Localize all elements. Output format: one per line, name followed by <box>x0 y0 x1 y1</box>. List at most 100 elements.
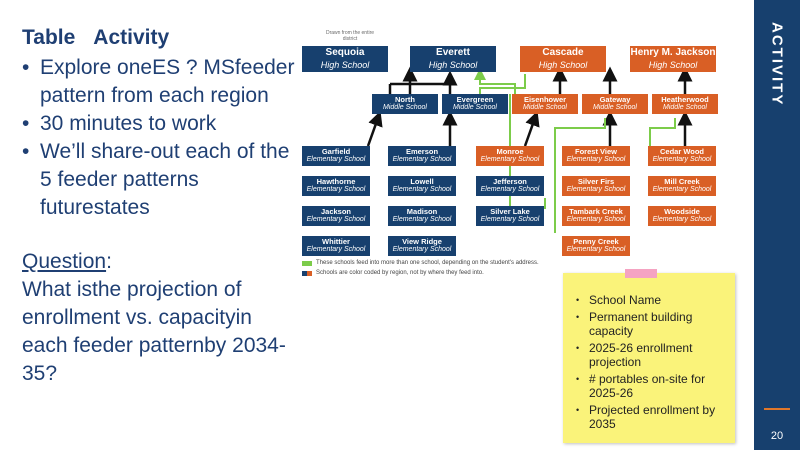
title-word-table: Table <box>22 26 76 49</box>
school-name: Monroe <box>496 147 524 156</box>
school-name: View Ridge <box>402 237 442 246</box>
school-type: Elementary School <box>480 216 540 223</box>
school-type: High School <box>648 60 698 70</box>
school-name: Hawthorne <box>316 177 356 186</box>
school-name: Silver Firs <box>577 177 615 186</box>
school-type: Elementary School <box>652 216 712 223</box>
sticky-note-item: Projected enrollment by 2035 <box>576 403 731 431</box>
school-type: Elementary School <box>566 156 626 163</box>
sticky-note-list: School Name Permanent building capacity … <box>563 273 735 431</box>
slide-side-bar: ACTIVITY 20 <box>754 0 800 450</box>
school-name: Silver Lake <box>490 207 530 216</box>
school-type: Elementary School <box>306 186 366 193</box>
school-type: Elementary School <box>652 156 712 163</box>
sticky-note-item: Permanent building capacity <box>576 310 731 338</box>
school-name: Heatherwood <box>661 95 709 104</box>
slide-title: Table Activity <box>22 26 302 50</box>
school-type: Elementary School <box>392 186 452 193</box>
school-type: Middle School <box>663 104 707 111</box>
question-text: What isthe projection of enrollment vs. … <box>22 278 286 385</box>
blue-region-swatch <box>302 271 307 276</box>
bullet-item: 30 minutes to work <box>22 110 302 138</box>
school-name: Forest View <box>575 147 617 156</box>
sticky-note-item: School Name <box>576 293 731 307</box>
bullet-item: Explore oneES ? MSfeeder pattern from ea… <box>22 54 302 110</box>
orange-region-swatch <box>307 271 312 276</box>
title-word-activity: Activity <box>93 26 170 49</box>
bullet-item: We’ll share-out each of the 5 feeder pat… <box>22 138 302 222</box>
school-name: Garfield <box>321 147 351 156</box>
side-label: ACTIVITY <box>768 22 786 107</box>
side-accent-line <box>764 408 790 410</box>
school-type: Middle School <box>593 104 637 111</box>
school-name: Penny Creek <box>573 237 619 246</box>
school-type: Elementary School <box>306 216 366 223</box>
school-name: Sequoia <box>325 47 365 58</box>
school-name: Cascade <box>542 47 584 58</box>
school-name: Evergreen <box>456 95 494 104</box>
question-block: Question: What isthe projection of enrol… <box>22 248 302 388</box>
split-feed-legend-swatch <box>302 261 312 266</box>
activity-text-panel: Table Activity Explore oneES ? MSfeeder p… <box>22 26 302 388</box>
school-name: Lowell <box>410 177 434 186</box>
school-name: North <box>395 95 415 104</box>
question-heading: Question <box>22 250 107 273</box>
sticky-note-item: 2025-26 enrollment projection <box>576 341 731 369</box>
school-type: Middle School <box>523 104 567 111</box>
school-type: Elementary School <box>392 156 452 163</box>
school-type: Elementary School <box>480 186 540 193</box>
school-type: Middle School <box>453 104 497 111</box>
school-name: Jefferson <box>493 177 527 186</box>
school-name: Emerson <box>405 147 439 156</box>
page-number: 20 <box>770 430 784 442</box>
district-wide-note: Drawn from the entire district <box>325 30 375 42</box>
school-type: Elementary School <box>306 156 366 163</box>
school-type: Elementary School <box>392 246 452 253</box>
school-name: Gateway <box>599 95 631 104</box>
school-name: Whittier <box>322 237 350 246</box>
school-type: Elementary School <box>566 216 626 223</box>
school-name: Henry M. Jackson <box>630 47 716 58</box>
split-feed-legend-text: These schools feed into more than one sc… <box>316 260 539 266</box>
school-type: Elementary School <box>306 246 366 253</box>
school-name: Jackson <box>320 207 352 216</box>
school-name: Woodside <box>664 207 700 216</box>
school-name: Cedar Wood <box>659 147 705 156</box>
sticky-note: School Name Permanent building capacity … <box>563 269 735 443</box>
school-type: High School <box>320 60 370 70</box>
school-type: Elementary School <box>652 186 712 193</box>
school-type: Elementary School <box>392 216 452 223</box>
school-type: High School <box>428 60 478 70</box>
region-color-legend-text: Schools are color coded by region, not b… <box>316 270 484 276</box>
school-name: Mill Creek <box>664 177 700 186</box>
question-colon: : <box>106 250 112 273</box>
